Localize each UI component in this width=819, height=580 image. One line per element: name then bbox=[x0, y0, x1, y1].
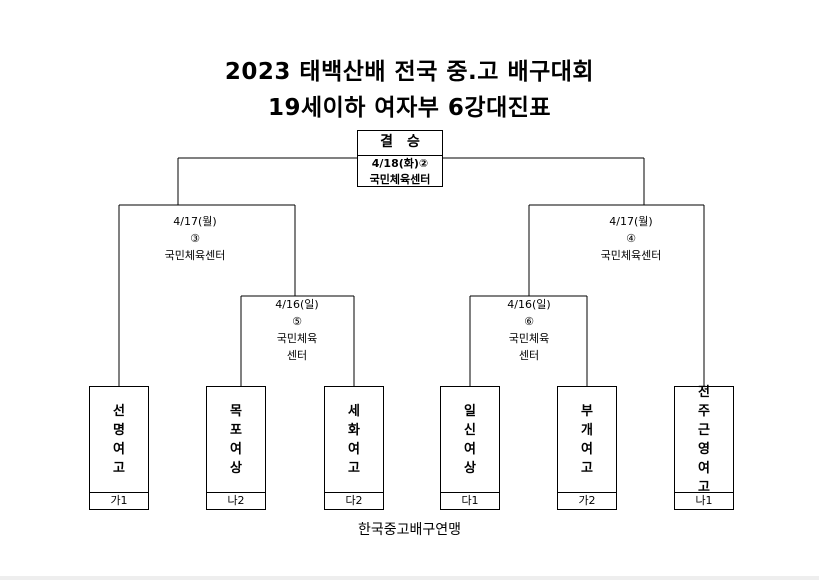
team-name-char: 상 bbox=[230, 461, 242, 476]
team-name-char: 여 bbox=[581, 442, 593, 457]
team-box-6: 전 주 근 영 여 고 나1 bbox=[674, 385, 734, 510]
team-seed: 나1 bbox=[675, 492, 733, 509]
team-name-char: 여 bbox=[348, 442, 360, 457]
team-name-char: 여 bbox=[113, 442, 125, 457]
team-name: 세 화 여 고 bbox=[325, 387, 383, 493]
team-box-2: 목 포 여 상 나2 bbox=[206, 386, 266, 510]
qf-left-date: 4/16(일) bbox=[275, 298, 319, 311]
team-box-3: 세 화 여 고 다2 bbox=[324, 386, 384, 510]
team-box-4: 일 신 여 상 다1 bbox=[440, 386, 500, 510]
team-name-char: 선 bbox=[113, 404, 125, 419]
semi-left-venue: 국민체육센터 bbox=[164, 249, 226, 262]
final-venue: 국민체육센터 bbox=[369, 173, 431, 186]
team-name: 목 포 여 상 bbox=[207, 387, 265, 493]
team-seed: 가2 bbox=[558, 492, 616, 509]
team-name-char: 여 bbox=[230, 442, 242, 457]
team-name-char: 고 bbox=[348, 461, 360, 476]
team-name-char: 근 bbox=[698, 423, 710, 438]
team-seed: 다1 bbox=[441, 492, 499, 509]
team-name-char: 부 bbox=[581, 404, 593, 419]
team-box-1: 선 명 여 고 가1 bbox=[89, 386, 149, 510]
team-name-char: 포 bbox=[230, 423, 242, 438]
team-name-char: 신 bbox=[464, 423, 476, 438]
qf-left-label: 4/16(일) ⑤ 국민체육 센터 bbox=[237, 296, 357, 364]
team-name-char: 명 bbox=[113, 423, 125, 438]
qf-left-venue-2: 센터 bbox=[286, 349, 308, 362]
page-bottom-edge bbox=[0, 576, 819, 580]
team-name-char: 영 bbox=[698, 442, 710, 457]
semi-right-label: 4/17(월) ④ 국민체육센터 bbox=[571, 213, 691, 264]
team-seed: 다2 bbox=[325, 492, 383, 509]
semi-right-number: ④ bbox=[626, 232, 636, 245]
qf-left-venue-1: 국민체육 bbox=[276, 332, 318, 345]
semi-right-venue: 국민체육센터 bbox=[600, 249, 662, 262]
team-name-char: 화 bbox=[348, 423, 360, 438]
team-name: 일 신 여 상 bbox=[441, 387, 499, 493]
team-name: 부 개 여 고 bbox=[558, 387, 616, 493]
team-seed: 가1 bbox=[90, 492, 148, 509]
semi-left-number: ③ bbox=[190, 232, 200, 245]
team-name-char: 일 bbox=[464, 404, 476, 419]
team-name-char: 개 bbox=[581, 423, 593, 438]
team-name-char: 고 bbox=[113, 461, 125, 476]
team-seed: 나2 bbox=[207, 492, 265, 509]
title-line-1: 2023 태백산배 전국 중.고 배구대회 bbox=[224, 59, 595, 85]
team-name: 전 주 근 영 여 고 bbox=[675, 385, 733, 495]
semi-left-date: 4/17(월) bbox=[173, 215, 217, 228]
qf-right-date: 4/16(일) bbox=[507, 298, 551, 311]
qf-right-number: ⑥ bbox=[524, 315, 534, 328]
semi-left-label: 4/17(월) ③ 국민체육센터 bbox=[135, 213, 255, 264]
team-name-char: 고 bbox=[698, 480, 710, 495]
final-label: 결승 bbox=[358, 131, 442, 156]
final-date: 4/18(화)② bbox=[371, 157, 429, 170]
footer-organizer: 한국중고배구연맹 bbox=[357, 522, 462, 538]
qf-right-label: 4/16(일) ⑥ 국민체육 센터 bbox=[469, 296, 589, 364]
team-name-char: 여 bbox=[698, 461, 710, 476]
team-name-char: 상 bbox=[464, 461, 476, 476]
semi-right-date: 4/17(월) bbox=[609, 215, 653, 228]
team-name-char: 여 bbox=[464, 442, 476, 457]
qf-left-number: ⑤ bbox=[292, 315, 302, 328]
team-name-char: 목 bbox=[230, 404, 242, 419]
team-name-char: 주 bbox=[698, 404, 710, 419]
qf-right-venue-2: 센터 bbox=[518, 349, 540, 362]
final-match-box: 결승 4/18(화)② 국민체육센터 bbox=[357, 130, 443, 187]
team-name-char: 세 bbox=[348, 404, 360, 419]
title-line-2: 19세이하 여자부 6강대진표 bbox=[267, 95, 552, 121]
team-name: 선 명 여 고 bbox=[90, 387, 148, 493]
team-box-5: 부 개 여 고 가2 bbox=[557, 386, 617, 510]
qf-right-venue-1: 국민체육 bbox=[508, 332, 550, 345]
team-name-char: 고 bbox=[581, 461, 593, 476]
team-name-char: 전 bbox=[698, 385, 710, 400]
